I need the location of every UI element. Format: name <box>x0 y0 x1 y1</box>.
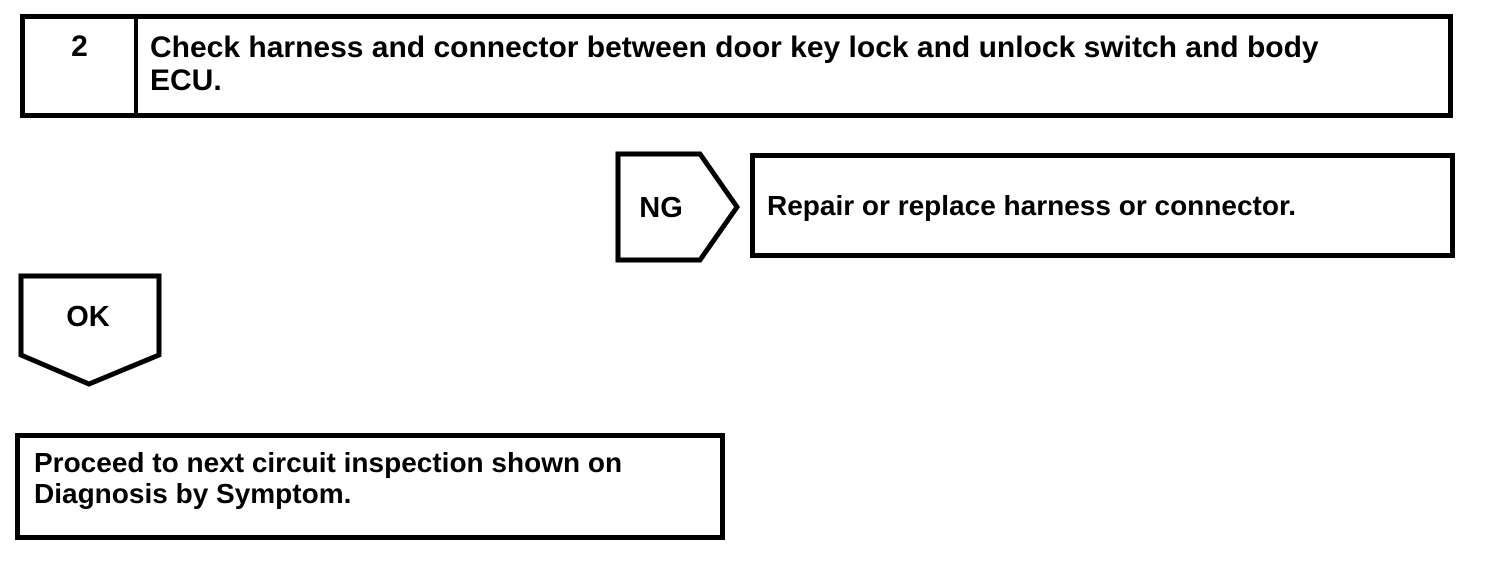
ok-result-box: Proceed to next circuit inspection shown… <box>15 433 725 540</box>
ok-arrow-shape <box>18 273 162 387</box>
step-box: 2 Check harness and connector between do… <box>20 14 1453 118</box>
ok-connector-arrow: OK <box>18 273 162 387</box>
step-instruction-cell: Check harness and connector between door… <box>138 19 1448 113</box>
ng-connector-arrow: NG <box>615 151 741 263</box>
step-instruction-text: Check harness and connector between door… <box>150 31 1319 97</box>
ok-result-text: Proceed to next circuit inspection shown… <box>34 447 623 509</box>
ng-result-text: Repair or replace harness or connector. <box>767 190 1297 221</box>
ng-label: NG <box>639 192 683 224</box>
ok-label: OK <box>66 301 110 333</box>
ng-result-box: Repair or replace harness or connector. <box>750 153 1455 258</box>
step-number: 2 <box>25 19 138 113</box>
ng-arrow-shape <box>615 151 741 263</box>
